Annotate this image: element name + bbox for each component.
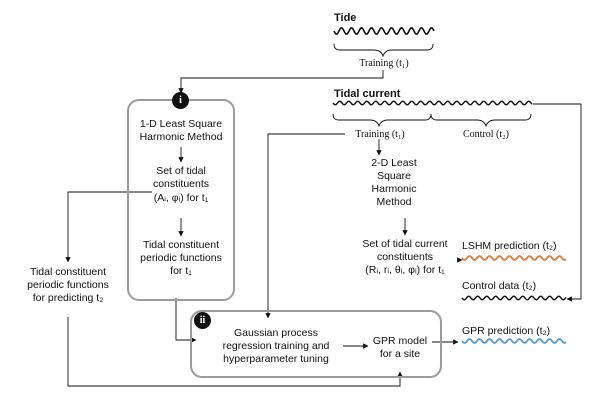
gpr-model-line-2: for a site <box>379 348 421 360</box>
current-constituents-line-2: constituents <box>376 251 434 263</box>
tidal-current-title: Tidal current <box>334 88 401 100</box>
lshm-2d-method-line-2: Square <box>377 170 411 182</box>
current-constituents-line-1: Set of tidal current <box>362 238 448 250</box>
lshm-prediction-wave <box>461 255 567 261</box>
lshm-2d-method-line-4: Method <box>376 196 412 208</box>
lshm-1d-method-line-2: Harmonic Method <box>139 131 223 143</box>
tide-to-method-arrow <box>178 70 384 94</box>
lshm-prediction-label: LSHM prediction (t₂) <box>462 240 557 252</box>
functions-to-gpr-training-arrow <box>175 298 197 343</box>
current-control-label: Control (t₂) <box>463 129 509 140</box>
current-training-brace <box>332 113 432 128</box>
gpr-prediction-wave <box>461 338 567 344</box>
current-training-label: Training (t₁) <box>355 129 405 140</box>
predict-functions-line-1: Tidal constituent <box>29 266 107 278</box>
periodic-functions-line-1: Tidal constituent <box>142 239 220 251</box>
gpr-training-line-2: regression training and <box>222 340 330 352</box>
tide-training-brace <box>333 43 434 58</box>
lshm-1d-method-line-1: 1-D Least Square <box>139 118 223 130</box>
badge-i: i <box>172 92 189 109</box>
tidal-constituents-line-3: (Aᵢ, φᵢ) for t₁ <box>153 192 209 204</box>
control-data-arrow <box>533 103 582 302</box>
periodic-functions-line-3: for t₁ <box>170 265 192 277</box>
periodic-functions-line-2: periodic functions <box>140 252 222 264</box>
tidal-constituents-line-1: Set of tidal <box>156 165 206 177</box>
gpr-model-line-1: GPR model <box>372 335 428 347</box>
gpr-box <box>190 310 442 378</box>
control-data-label: Control data (t₂) <box>462 280 537 292</box>
badge-ii: ii <box>194 312 211 329</box>
tide-wave <box>333 27 435 35</box>
gpr-training-line-3: hyperparameter tuning <box>223 353 329 365</box>
lshm-2d-method-line-1: 2-D Least <box>371 157 417 169</box>
gpr-prediction-label: GPR prediction (t₂) <box>462 325 551 337</box>
predict-functions-line-2: periodic functions <box>27 279 109 291</box>
predict-functions-to-gpr-model-arrow <box>67 317 403 387</box>
tide-training-label: Training (t₁) <box>359 58 409 69</box>
tidal-constituents-line-2: constituents <box>152 178 210 190</box>
current-control-brace <box>430 113 532 128</box>
control-data-wave <box>461 295 567 301</box>
gpr-training-line-1: Gaussian process <box>233 327 319 339</box>
constituents-to-predict-functions-arrow <box>65 191 152 263</box>
tidal-current-wave <box>332 100 533 106</box>
current-constituents-line-3: (Rᵢ, rᵢ, θᵢ, φᵢ) for t₁ <box>365 264 445 276</box>
lshm-2d-method-line-3: Harmonic <box>371 183 417 195</box>
current-training-to-gpr-training-arrow <box>265 133 345 319</box>
predict-functions-line-3: for predicting t₂ <box>32 292 104 304</box>
tide-title: Tide <box>334 12 357 24</box>
